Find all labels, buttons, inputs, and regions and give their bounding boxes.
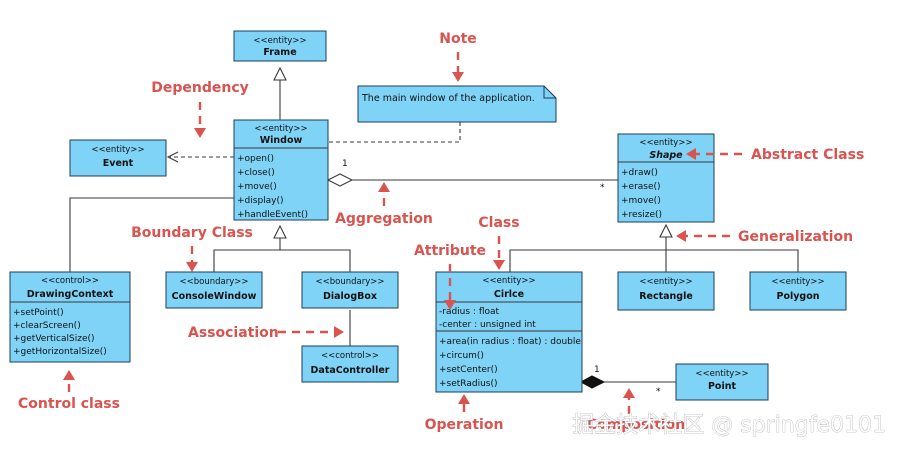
class-name: Cirlce — [494, 289, 524, 300]
annotation-arrowhead — [452, 72, 464, 82]
class-name: Rectangle — [639, 291, 693, 302]
method-item: +move() — [621, 196, 661, 206]
class-name: Frame — [263, 47, 296, 58]
method-item: +erase() — [621, 182, 661, 192]
multiplicity-one: 1 — [342, 159, 348, 169]
annotation-arrowhead — [63, 370, 75, 380]
method-item: +handleEvent() — [237, 210, 308, 220]
generalization-shape-branches — [509, 249, 799, 272]
class-name: Polygon — [776, 291, 819, 302]
class-shape: <<entity>> Shape +draw() +erase() +move(… — [617, 133, 715, 223]
class-name: Event — [103, 158, 134, 169]
method-item: +resize() — [621, 210, 662, 220]
class-circle: <<entity>> Cirlce -radius : float -cente… — [435, 271, 583, 393]
multiplicity-many: * — [600, 183, 605, 193]
annotation-association: Association — [188, 325, 279, 341]
class-name: DrawingContext — [27, 289, 114, 300]
annotation-arrowhead — [378, 182, 390, 192]
attribute-item: -radius : float — [439, 307, 500, 317]
generalization-arrowhead — [273, 224, 287, 239]
method-item: +area(in radius : float) : double — [439, 337, 581, 347]
multiplicity-many: * — [656, 387, 661, 397]
class-frame: <<entity>> Frame — [233, 30, 327, 62]
class-event: <<entity>> Event — [69, 139, 167, 177]
class-name: Shape — [649, 150, 683, 161]
class-stereotype: <<entity>> — [254, 124, 307, 134]
annotation-operation: Operation — [425, 417, 504, 433]
method-item: +open() — [237, 154, 274, 164]
annotation-composition: Composition — [587, 417, 685, 433]
class-stereotype: <<boundary>> — [180, 277, 249, 287]
class-stereotype: <<entity>> — [482, 276, 535, 286]
class-consolewindow: <<boundary>> ConsoleWindow — [165, 271, 263, 309]
method-item: +display() — [237, 196, 284, 206]
class-point: <<entity>> Point — [675, 363, 769, 401]
method-item: +draw() — [621, 168, 658, 178]
annotation-arrowhead — [676, 230, 686, 242]
method-item: +clearScreen() — [13, 321, 81, 331]
annotation-arrowhead — [444, 300, 456, 310]
annotation-arrowhead — [623, 388, 635, 398]
class-stereotype: <<boundary>> — [316, 277, 385, 287]
multiplicity-one: 1 — [594, 365, 600, 375]
method-item: +getHorizontalSize() — [13, 347, 107, 357]
annotation-dependency: Dependency — [151, 80, 249, 96]
class-rectangle: <<entity>> Rectangle — [617, 271, 715, 311]
composition-diamond — [579, 375, 606, 389]
class-name: DialogBox — [323, 291, 377, 302]
class-polygon: <<entity>> Polygon — [749, 271, 847, 311]
annotation-abstract-class: Abstract Class — [751, 147, 864, 163]
class-name: Point — [708, 381, 737, 392]
class-name: Window — [260, 135, 303, 146]
method-item: +setCenter() — [439, 365, 498, 375]
annotation-arrowhead — [194, 128, 206, 138]
annotation-class: Class — [478, 215, 519, 231]
annotation-aggregation: Aggregation — [335, 211, 433, 227]
class-name: ConsoleWindow — [172, 291, 257, 302]
class-stereotype: <<entity>> — [639, 277, 692, 287]
class-stereotype: <<entity>> — [253, 36, 306, 46]
annotation-attribute: Attribute — [414, 243, 486, 259]
dependency-arrowhead — [166, 151, 179, 163]
method-item: +close() — [237, 168, 275, 178]
class-dialogbox: <<boundary>> DialogBox — [301, 271, 399, 309]
annotation-control-class: Control class — [18, 396, 120, 412]
class-stereotype: <<entity>> — [771, 277, 824, 287]
method-item: +move() — [237, 182, 277, 192]
watermark: 掘金技术社区 @ springfe0101 — [572, 413, 886, 438]
method-item: +setPoint() — [13, 308, 64, 318]
note: The main window of the application. — [357, 85, 557, 123]
method-item: +circum() — [439, 351, 484, 361]
class-stereotype: <<entity>> — [91, 145, 144, 155]
annotation-arrowhead — [493, 260, 505, 270]
method-item: +getVerticalSize() — [13, 334, 95, 344]
generalization-arrowhead — [273, 66, 287, 81]
class-window: <<entity>> Window +open() +close() +move… — [233, 119, 329, 221]
annotation-generalization: Generalization — [738, 229, 853, 245]
class-stereotype: <<control>> — [41, 276, 99, 286]
annotation-arrowhead — [458, 394, 470, 404]
aggregation-diamond — [326, 173, 354, 187]
generalization-boundary-branches — [213, 249, 351, 272]
association-window-drawingcontext — [69, 197, 234, 272]
method-item: +setRadius() — [439, 379, 498, 389]
class-stereotype: <<entity>> — [695, 369, 748, 379]
annotation-boundary-class: Boundary Class — [131, 225, 253, 241]
class-stereotype: <<entity>> — [639, 138, 692, 148]
attribute-item: -center : unsigned int — [439, 320, 536, 330]
class-name: DataController — [311, 365, 390, 376]
generalization-arrowhead — [659, 223, 673, 238]
note-anchor — [328, 122, 461, 143]
note-text: The main window of the application. — [361, 93, 535, 104]
class-datacontroller: <<control>> DataController — [301, 345, 399, 383]
annotation-note: Note — [439, 31, 477, 47]
annotation-arrowhead — [686, 148, 696, 160]
class-stereotype: <<control>> — [321, 351, 379, 361]
class-drawingcontext: <<control>> DrawingContext +setPoint() +… — [9, 271, 131, 363]
annotation-arrowhead — [186, 262, 198, 272]
annotation-arrowhead — [334, 326, 344, 338]
